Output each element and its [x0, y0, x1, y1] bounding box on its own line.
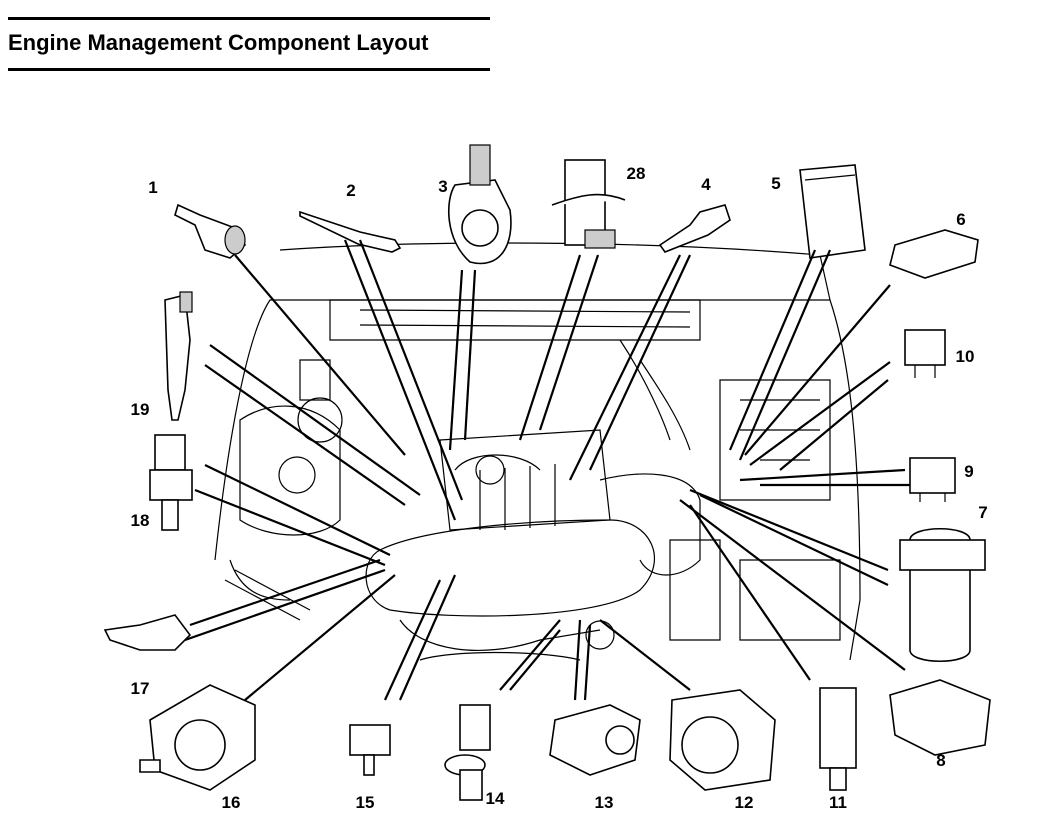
- callout-label-19: 19: [131, 400, 150, 419]
- leader-line-18: [194, 488, 386, 567]
- component-8-pedal-sensor: [889, 679, 991, 756]
- leader-line-7: [699, 494, 889, 586]
- leader-line-5: [728, 249, 817, 451]
- title-rule-top: [8, 17, 490, 20]
- component-19-injector: [164, 291, 193, 421]
- component-15-map-sensor: [349, 724, 391, 776]
- callout-label-10: 10: [956, 347, 975, 366]
- page-title: Engine Management Component Layout: [8, 30, 429, 55]
- leader-line-9: [739, 468, 906, 482]
- component-28-solenoid-valve: [551, 159, 626, 249]
- callout-label-14: 14: [486, 789, 505, 808]
- callout-label-7: 7: [978, 503, 987, 522]
- leader-line-15: [384, 579, 441, 701]
- component-4-temperature-sensor: [658, 204, 731, 253]
- callout-label-6: 6: [956, 210, 965, 229]
- leader-line-3: [463, 269, 477, 441]
- leader-line-17: [189, 558, 381, 627]
- component-10-relay: [904, 329, 946, 378]
- leader-line-6: [744, 284, 891, 456]
- leader-line-17: [184, 568, 386, 642]
- callout-label-17: 17: [131, 679, 150, 698]
- component-2-glow-plug: [299, 210, 402, 253]
- component-12-throttle-body: [669, 689, 776, 791]
- leader-line-13: [583, 624, 592, 701]
- leader-line-28: [518, 254, 582, 441]
- leader-line-2: [358, 239, 464, 501]
- callout-label-9: 9: [964, 462, 973, 481]
- leader-line-8: [679, 499, 906, 671]
- component-16-fuel-pump: [139, 684, 256, 791]
- callout-label-28: 28: [627, 164, 646, 183]
- leader-line-13: [573, 619, 582, 701]
- engine-bay-drawing: [214, 242, 861, 661]
- component-14-crank-sensor: [444, 704, 491, 801]
- callout-label-3: 3: [438, 177, 447, 196]
- callout-label-4: 4: [701, 175, 711, 194]
- leader-line-5: [738, 249, 832, 461]
- leader-line-2: [343, 239, 457, 521]
- leader-line-3: [448, 269, 464, 451]
- component-11-sensor: [819, 687, 857, 791]
- leader-line-1: [234, 254, 406, 456]
- leader-line-4: [589, 254, 691, 471]
- callout-label-13: 13: [595, 793, 614, 812]
- title-rule-bottom: [8, 68, 490, 71]
- callout-label-12: 12: [735, 793, 754, 812]
- leader-line-7: [689, 488, 889, 572]
- leader-line-11: [689, 504, 811, 681]
- component-5-ecm: [799, 164, 866, 259]
- callout-label-8: 8: [936, 751, 945, 770]
- leader-line-14: [509, 629, 561, 691]
- component-6-module: [889, 229, 979, 279]
- leader-line-15: [398, 574, 457, 701]
- component-13-valve: [549, 704, 641, 776]
- callout-label-11: 11: [829, 793, 847, 812]
- callout-label-18: 18: [131, 511, 150, 530]
- leader-line-4: [569, 254, 681, 481]
- leader-line-19: [204, 364, 406, 506]
- component-7-fuel-filter: [899, 527, 986, 663]
- callout-label-5: 5: [771, 174, 780, 193]
- leader-line-14: [499, 619, 561, 691]
- callout-label-15: 15: [356, 793, 375, 812]
- leader-line-12: [599, 619, 691, 691]
- components: [103, 144, 991, 801]
- leader-line-19: [209, 344, 421, 496]
- leader-line-18: [204, 464, 391, 556]
- component-9-relay: [909, 457, 956, 502]
- callout-label-2: 2: [346, 181, 355, 200]
- leader-line-10: [749, 361, 891, 466]
- leader-line-10: [779, 379, 889, 471]
- leader-line-16: [244, 574, 396, 701]
- component-1-sensor: [174, 203, 247, 259]
- callout-label-16: 16: [222, 793, 241, 812]
- component-18-sensor: [149, 434, 193, 531]
- callout-label-1: 1: [148, 178, 157, 197]
- component-3-mass-air-flow-meter: [447, 144, 512, 265]
- component-17-sensor: [103, 614, 192, 651]
- leader-line-28: [538, 254, 600, 431]
- leader-lines: [184, 239, 910, 701]
